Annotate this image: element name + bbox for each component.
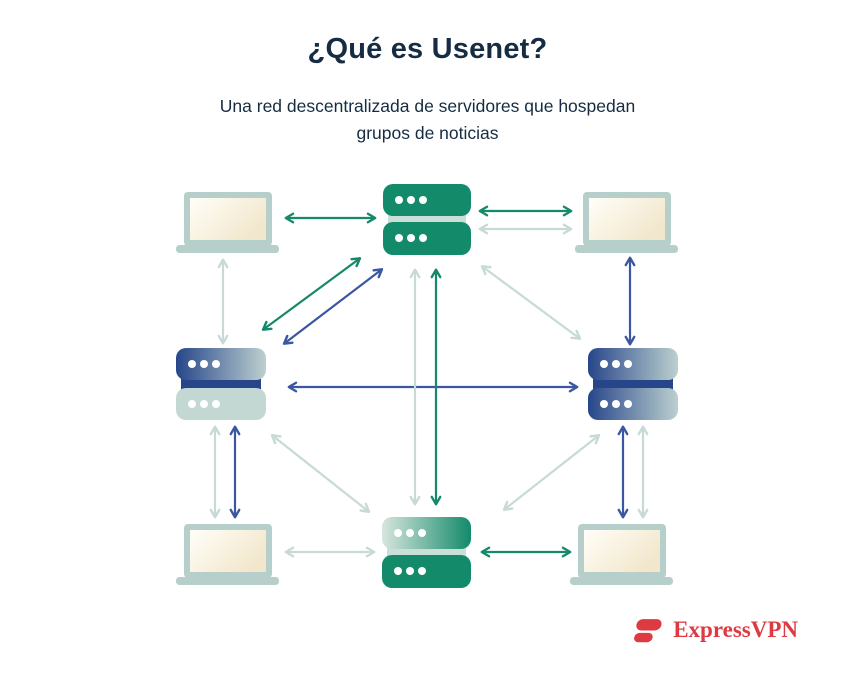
- server-left-node: [176, 348, 266, 420]
- connection-arrows: [209, 205, 649, 558]
- arrow-serverTop-serverRight-pale: [480, 265, 582, 340]
- laptop-top-right-node: [575, 192, 678, 253]
- expressvpn-icon: [634, 619, 662, 643]
- page-subtitle: Una red descentralizada de servidores qu…: [219, 96, 636, 144]
- arrow-serverLeft-serverBottom-pale: [270, 434, 371, 513]
- expressvpn-wordmark: ExpressVPN: [673, 617, 798, 642]
- server-led-dots: [394, 529, 426, 575]
- server-led-dots: [188, 360, 220, 408]
- server-top-node: [383, 184, 471, 255]
- laptop-top-left-node: [176, 192, 279, 253]
- arrow-serverLeft-serverTop-green: [261, 257, 362, 331]
- arrow-serverLeft-serverTop-blue: [282, 268, 384, 345]
- server-bottom-node: [382, 517, 471, 588]
- laptop-screen: [584, 530, 660, 572]
- arrow-serverRight-serverBottom-pale: [502, 434, 601, 511]
- laptop-screen: [190, 198, 266, 240]
- laptop-screen: [589, 198, 665, 240]
- server-led-dots: [395, 196, 427, 242]
- laptop-bottom-right-node: [570, 524, 673, 585]
- server-right-node: [588, 348, 678, 420]
- laptop-screen: [190, 530, 266, 572]
- server-led-dots: [600, 360, 632, 408]
- expressvpn-logo: ExpressVPN: [630, 613, 798, 647]
- laptop-bottom-left-node: [176, 524, 279, 585]
- page-title: ¿Qué es Usenet?: [307, 33, 548, 65]
